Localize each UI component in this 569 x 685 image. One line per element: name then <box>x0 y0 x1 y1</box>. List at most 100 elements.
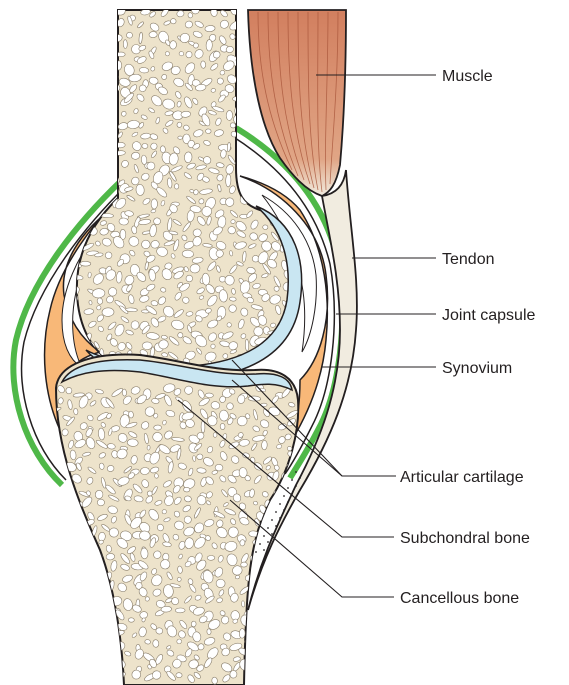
bone-pore <box>245 108 255 118</box>
bone-pore <box>154 425 162 430</box>
bone-pore <box>67 643 72 649</box>
bone-pore <box>282 637 290 650</box>
bone-pore <box>77 128 84 137</box>
bone-pore <box>273 617 284 627</box>
bone-pore <box>251 640 263 652</box>
bone-pore <box>74 190 81 197</box>
bone-pore <box>84 610 97 619</box>
bone-pore <box>107 17 115 25</box>
bone-pore <box>97 499 105 506</box>
bone-pore <box>88 185 95 195</box>
bone-pore <box>104 32 113 38</box>
bone-pore <box>263 571 270 579</box>
bone-pore <box>79 571 87 582</box>
bone-pore <box>251 167 262 178</box>
bone-pore <box>286 613 297 626</box>
bone-pore <box>87 565 96 572</box>
bone-pore <box>288 342 300 350</box>
bone-pore <box>73 89 79 95</box>
bone-pore <box>96 11 100 21</box>
bone-pore <box>73 408 78 415</box>
label-tendon: Tendon <box>442 251 495 268</box>
bone-pore <box>83 595 95 606</box>
bone-pore <box>50 662 64 674</box>
bone-pore <box>102 308 114 317</box>
bone-pore <box>161 606 172 612</box>
bone-pore <box>240 150 251 161</box>
bone-pore <box>85 91 90 99</box>
label-synovium: Synovium <box>442 360 512 377</box>
bone-pore <box>75 124 85 132</box>
bone-pore <box>108 167 113 172</box>
bone-pore <box>48 621 60 632</box>
bone-pore <box>55 500 66 509</box>
bone-pore <box>78 196 82 202</box>
bone-pore <box>139 67 149 73</box>
bone-pore <box>66 658 78 670</box>
bone-pore <box>66 586 77 592</box>
bone-pore <box>225 174 231 187</box>
bone-pore <box>85 144 96 153</box>
bone-pore <box>72 602 84 615</box>
bone-pore <box>140 467 149 475</box>
bone-pore <box>200 61 205 69</box>
bone-pore <box>67 499 78 505</box>
label-subchondral-bone: Subchondral bone <box>400 530 530 547</box>
bone-pore <box>69 21 81 32</box>
bone-pore <box>56 645 62 652</box>
bone-pore <box>262 568 269 576</box>
bone-pore <box>66 492 75 497</box>
bone-pore <box>262 608 272 619</box>
bone-pore <box>227 403 234 410</box>
bone-pore <box>278 627 285 635</box>
bone-pore <box>88 639 100 651</box>
bone-pore <box>53 455 60 462</box>
bone-pore <box>261 175 265 181</box>
bone-pore <box>106 149 111 158</box>
bone-pore <box>249 669 260 680</box>
bone-pore <box>285 562 298 574</box>
bone-pore <box>75 12 81 18</box>
bone-pore <box>77 70 84 76</box>
bone-pore <box>141 240 150 249</box>
bone-pore <box>279 676 285 685</box>
bone-pore <box>107 143 115 151</box>
bone-pore <box>238 168 248 176</box>
bone-pore <box>263 225 268 230</box>
bone-pore <box>227 142 231 151</box>
bone-pore <box>86 47 94 51</box>
bone-pore <box>70 33 81 42</box>
bone-pore <box>238 64 247 74</box>
bone-pore <box>77 54 88 67</box>
bone-pore <box>115 150 125 155</box>
bone-pore <box>207 629 212 635</box>
bone-pore <box>205 393 213 398</box>
bone-pore <box>271 505 283 518</box>
bone-pore <box>251 620 263 628</box>
bone-pore <box>95 93 107 106</box>
bone-pore <box>153 640 160 648</box>
bone-pore <box>53 447 61 454</box>
bone-pore <box>291 355 300 364</box>
bone-pore <box>88 272 92 278</box>
bone-pore <box>226 110 233 120</box>
bone-pore <box>72 110 83 121</box>
bone-pore <box>99 597 109 608</box>
bone-pore <box>52 539 65 552</box>
bone-pore <box>174 184 178 189</box>
bone-pore <box>52 672 64 682</box>
bone-pore <box>93 175 99 182</box>
bone-pore <box>55 529 63 536</box>
bone-pore <box>276 641 283 649</box>
bone-pore <box>55 487 69 500</box>
bone-pore <box>281 347 297 362</box>
bone-pore <box>85 99 90 109</box>
bone-pore <box>128 411 133 418</box>
bone-pore <box>261 440 267 450</box>
bone-pore <box>260 630 270 639</box>
bone-pore <box>66 387 72 394</box>
bone-pore <box>128 618 134 623</box>
bone-pore <box>87 122 93 130</box>
bone-pore <box>79 594 87 603</box>
bone-pore <box>282 584 292 590</box>
